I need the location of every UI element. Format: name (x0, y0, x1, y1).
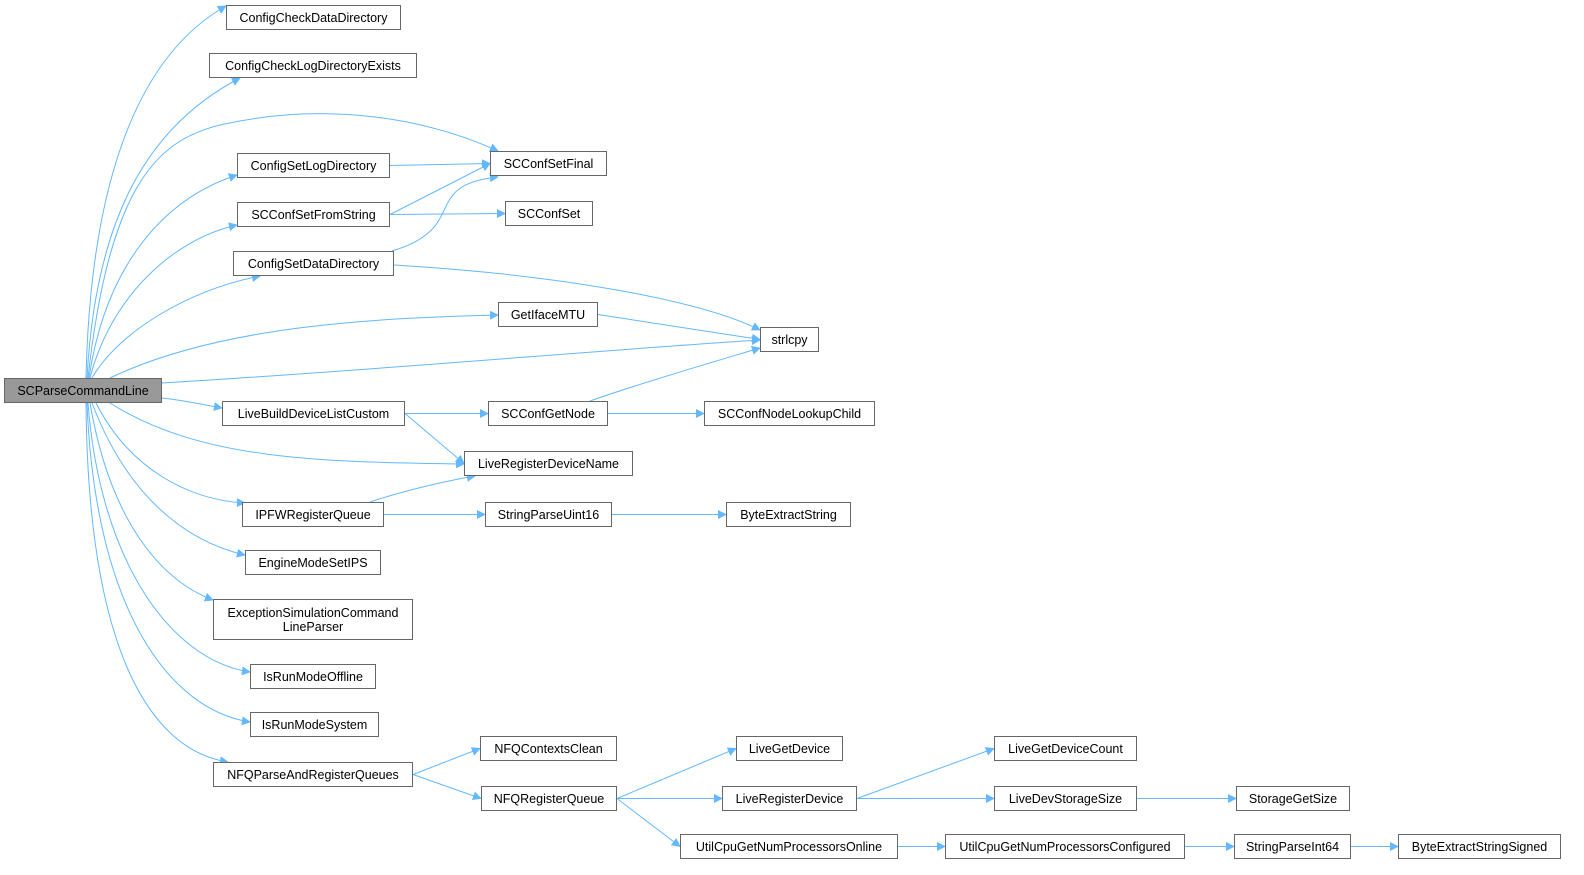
edge-NFQRegisterQueue-to-LiveGetDevice (616, 747, 737, 799)
node-SCConfSet[interactable]: SCConfSet (505, 201, 593, 226)
node-LiveGetDeviceCount[interactable]: LiveGetDeviceCount (994, 736, 1137, 761)
edge-SCParseCommandLine-to-ExceptionSimulationCommandLineParser (89, 402, 214, 602)
edge-SCConfSetFromString-to-SCConfSetFinal (389, 163, 491, 215)
node-ConfigSetLogDirectory[interactable]: ConfigSetLogDirectory (237, 153, 390, 178)
node-SCConfSetFinal[interactable]: SCConfSetFinal (490, 151, 607, 176)
edge-NFQRegisterQueue-to-UtilCpuGetNumProcessorsOnline (616, 798, 681, 848)
edge-SCParseCommandLine-to-LiveRegisterDeviceName (109, 402, 465, 469)
node-EngineModeSetIPS[interactable]: EngineModeSetIPS (245, 550, 381, 575)
edge-SCConfGetNode-to-strlcpy (589, 346, 761, 402)
edge-SCParseCommandLine-to-SCConfSetFromString (89, 222, 238, 379)
node-SCParseCommandLine[interactable]: SCParseCommandLine (4, 378, 162, 403)
edge-SCParseCommandLine-to-ConfigCheckLogDirectoryExists (86, 77, 241, 379)
node-LiveRegisterDevice[interactable]: LiveRegisterDevice (722, 786, 857, 811)
node-NFQRegisterQueue[interactable]: NFQRegisterQueue (481, 786, 617, 811)
edge-SCParseCommandLine-to-SCConfSetFinal (87, 113, 499, 379)
edge-LiveBuildDeviceListCustom-to-LiveRegisterDeviceName (404, 413, 465, 465)
edge-SCParseCommandLine-to-ConfigSetLogDirectory (88, 173, 238, 379)
node-IsRunModeSystem[interactable]: IsRunModeSystem (250, 712, 379, 737)
node-LiveBuildDeviceListCustom[interactable]: LiveBuildDeviceListCustom (222, 401, 405, 426)
node-ConfigCheckLogDirectoryExists[interactable]: ConfigCheckLogDirectoryExists (209, 53, 417, 78)
edge-NFQParseAndRegisterQueues-to-NFQContextsClean (412, 747, 481, 775)
edge-LiveRegisterDevice-to-LiveGetDeviceCount (856, 747, 995, 799)
node-IsRunModeOffline[interactable]: IsRunModeOffline (250, 664, 376, 689)
node-GetIfaceMTU[interactable]: GetIfaceMTU (498, 302, 598, 327)
node-ByteExtractStringSigned[interactable]: ByteExtractStringSigned (1398, 834, 1561, 859)
node-ExceptionSimulationCommandLineParser[interactable]: ExceptionSimulationCommand LineParser (213, 599, 413, 640)
node-SCConfNodeLookupChild[interactable]: SCConfNodeLookupChild (704, 401, 875, 426)
edge-SCParseCommandLine-to-GetIfaceMTU (109, 310, 499, 379)
node-UtilCpuGetNumProcessorsOnline[interactable]: UtilCpuGetNumProcessorsOnline (680, 834, 898, 859)
edge-ConfigSetDataDirectory-to-SCConfSetFinal (391, 173, 499, 252)
node-strlcpy[interactable]: strlcpy (760, 327, 819, 352)
node-SCConfSetFromString[interactable]: SCConfSetFromString (237, 202, 390, 227)
node-UtilCpuGetNumProcessorsConfigured[interactable]: UtilCpuGetNumProcessorsConfigured (945, 834, 1185, 859)
edge-IPFWRegisterQueue-to-LiveRegisterDeviceName (369, 472, 476, 503)
node-ConfigSetDataDirectory[interactable]: ConfigSetDataDirectory (233, 251, 394, 276)
node-StorageGetSize[interactable]: StorageGetSize (1236, 786, 1350, 811)
node-LiveDevStorageSize[interactable]: LiveDevStorageSize (994, 786, 1137, 811)
edge-SCParseCommandLine-to-IPFWRegisterQueue (95, 402, 246, 508)
edge-SCParseCommandLine-to-strlcpy (161, 336, 761, 384)
node-LiveRegisterDeviceName[interactable]: LiveRegisterDeviceName (464, 451, 633, 476)
edge-SCParseCommandLine-to-IsRunModeSystem (86, 402, 251, 726)
edge-SCParseCommandLine-to-EngineModeSetIPS (91, 402, 246, 558)
node-ConfigCheckDataDirectory[interactable]: ConfigCheckDataDirectory (226, 5, 401, 30)
node-LiveGetDevice[interactable]: LiveGetDevice (736, 736, 843, 761)
node-NFQContextsClean[interactable]: NFQContextsClean (480, 736, 617, 761)
node-IPFWRegisterQueue[interactable]: IPFWRegisterQueue (242, 502, 384, 527)
node-ByteExtractString[interactable]: ByteExtractString (726, 502, 851, 527)
edge-SCConfSetFromString-to-SCConfSet (389, 209, 506, 219)
node-StringParseInt64[interactable]: StringParseInt64 (1234, 834, 1351, 859)
node-NFQParseAndRegisterQueues[interactable]: NFQParseAndRegisterQueues (213, 762, 413, 787)
edge-NFQParseAndRegisterQueues-to-NFQRegisterQueue (412, 774, 482, 801)
edge-SCParseCommandLine-to-ConfigCheckDataDirectory (85, 5, 227, 379)
edge-ConfigSetDataDirectory-to-strlcpy (393, 264, 761, 331)
node-StringParseUint16[interactable]: StringParseUint16 (485, 502, 612, 527)
node-SCConfGetNode[interactable]: SCConfGetNode (488, 401, 608, 426)
edge-SCParseCommandLine-to-LiveBuildDeviceListCustom (161, 397, 223, 411)
edge-ConfigSetLogDirectory-to-SCConfSetFinal (389, 159, 491, 169)
edge-SCParseCommandLine-to-IsRunModeOffline (87, 402, 251, 676)
edge-SCParseCommandLine-to-ConfigSetDataDirectory (91, 273, 261, 379)
edge-SCParseCommandLine-to-NFQParseAndRegisterQueues (85, 402, 229, 766)
edge-GetIfaceMTU-to-strlcpy (597, 314, 761, 343)
